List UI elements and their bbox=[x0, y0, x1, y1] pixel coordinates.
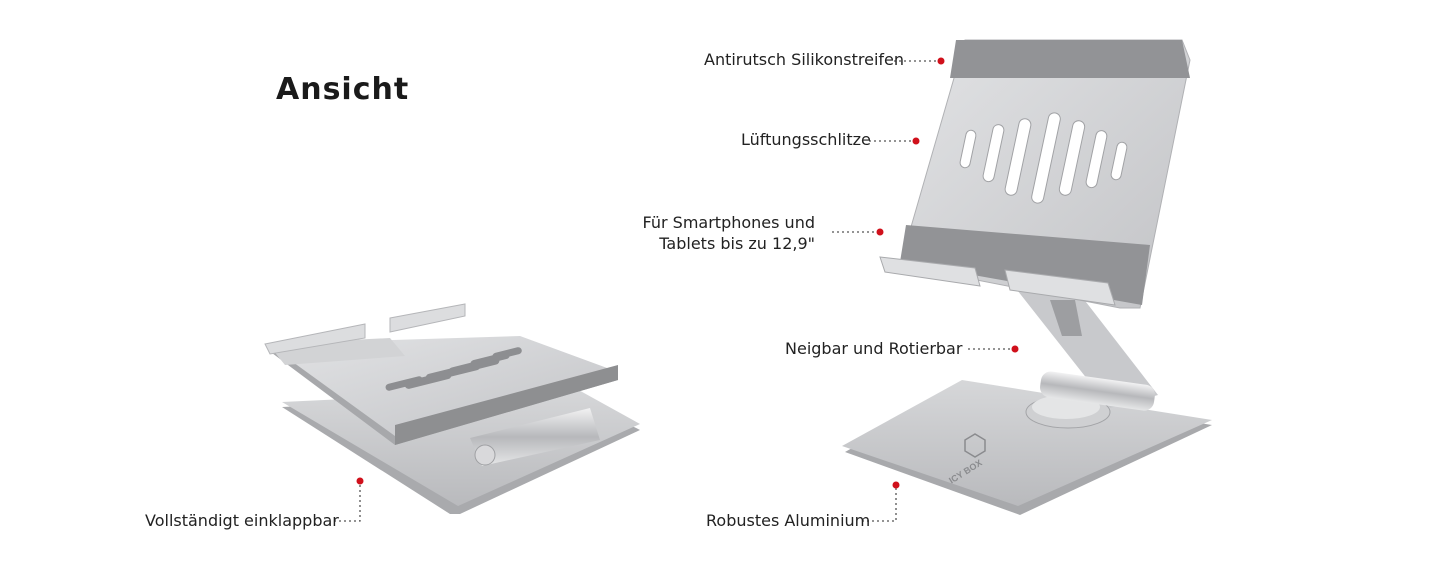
open-stand-image: ICY BOX bbox=[842, 39, 1212, 515]
callout-devices: Für Smartphones und Tablets bis zu 12,9" bbox=[643, 212, 815, 254]
callout-devices-line2: Tablets bis zu 12,9" bbox=[659, 234, 815, 253]
page-title: Ansicht bbox=[276, 72, 410, 107]
callout-tilt-rotate: Neigbar und Rotierbar bbox=[785, 339, 963, 358]
callout-lines bbox=[334, 60, 1011, 522]
callout-non-slip-strips: Antirutsch Silikonstreifen bbox=[704, 50, 905, 69]
callout-vents: Lüftungsschlitze bbox=[741, 130, 871, 149]
folded-stand-image bbox=[264, 303, 640, 514]
callout-devices-line1: Für Smartphones und bbox=[642, 213, 815, 232]
callout-aluminium: Robustes Aluminium bbox=[706, 511, 871, 530]
callout-foldable: Vollständigt einklappbar bbox=[145, 511, 339, 530]
callout-dots bbox=[356, 57, 1019, 489]
